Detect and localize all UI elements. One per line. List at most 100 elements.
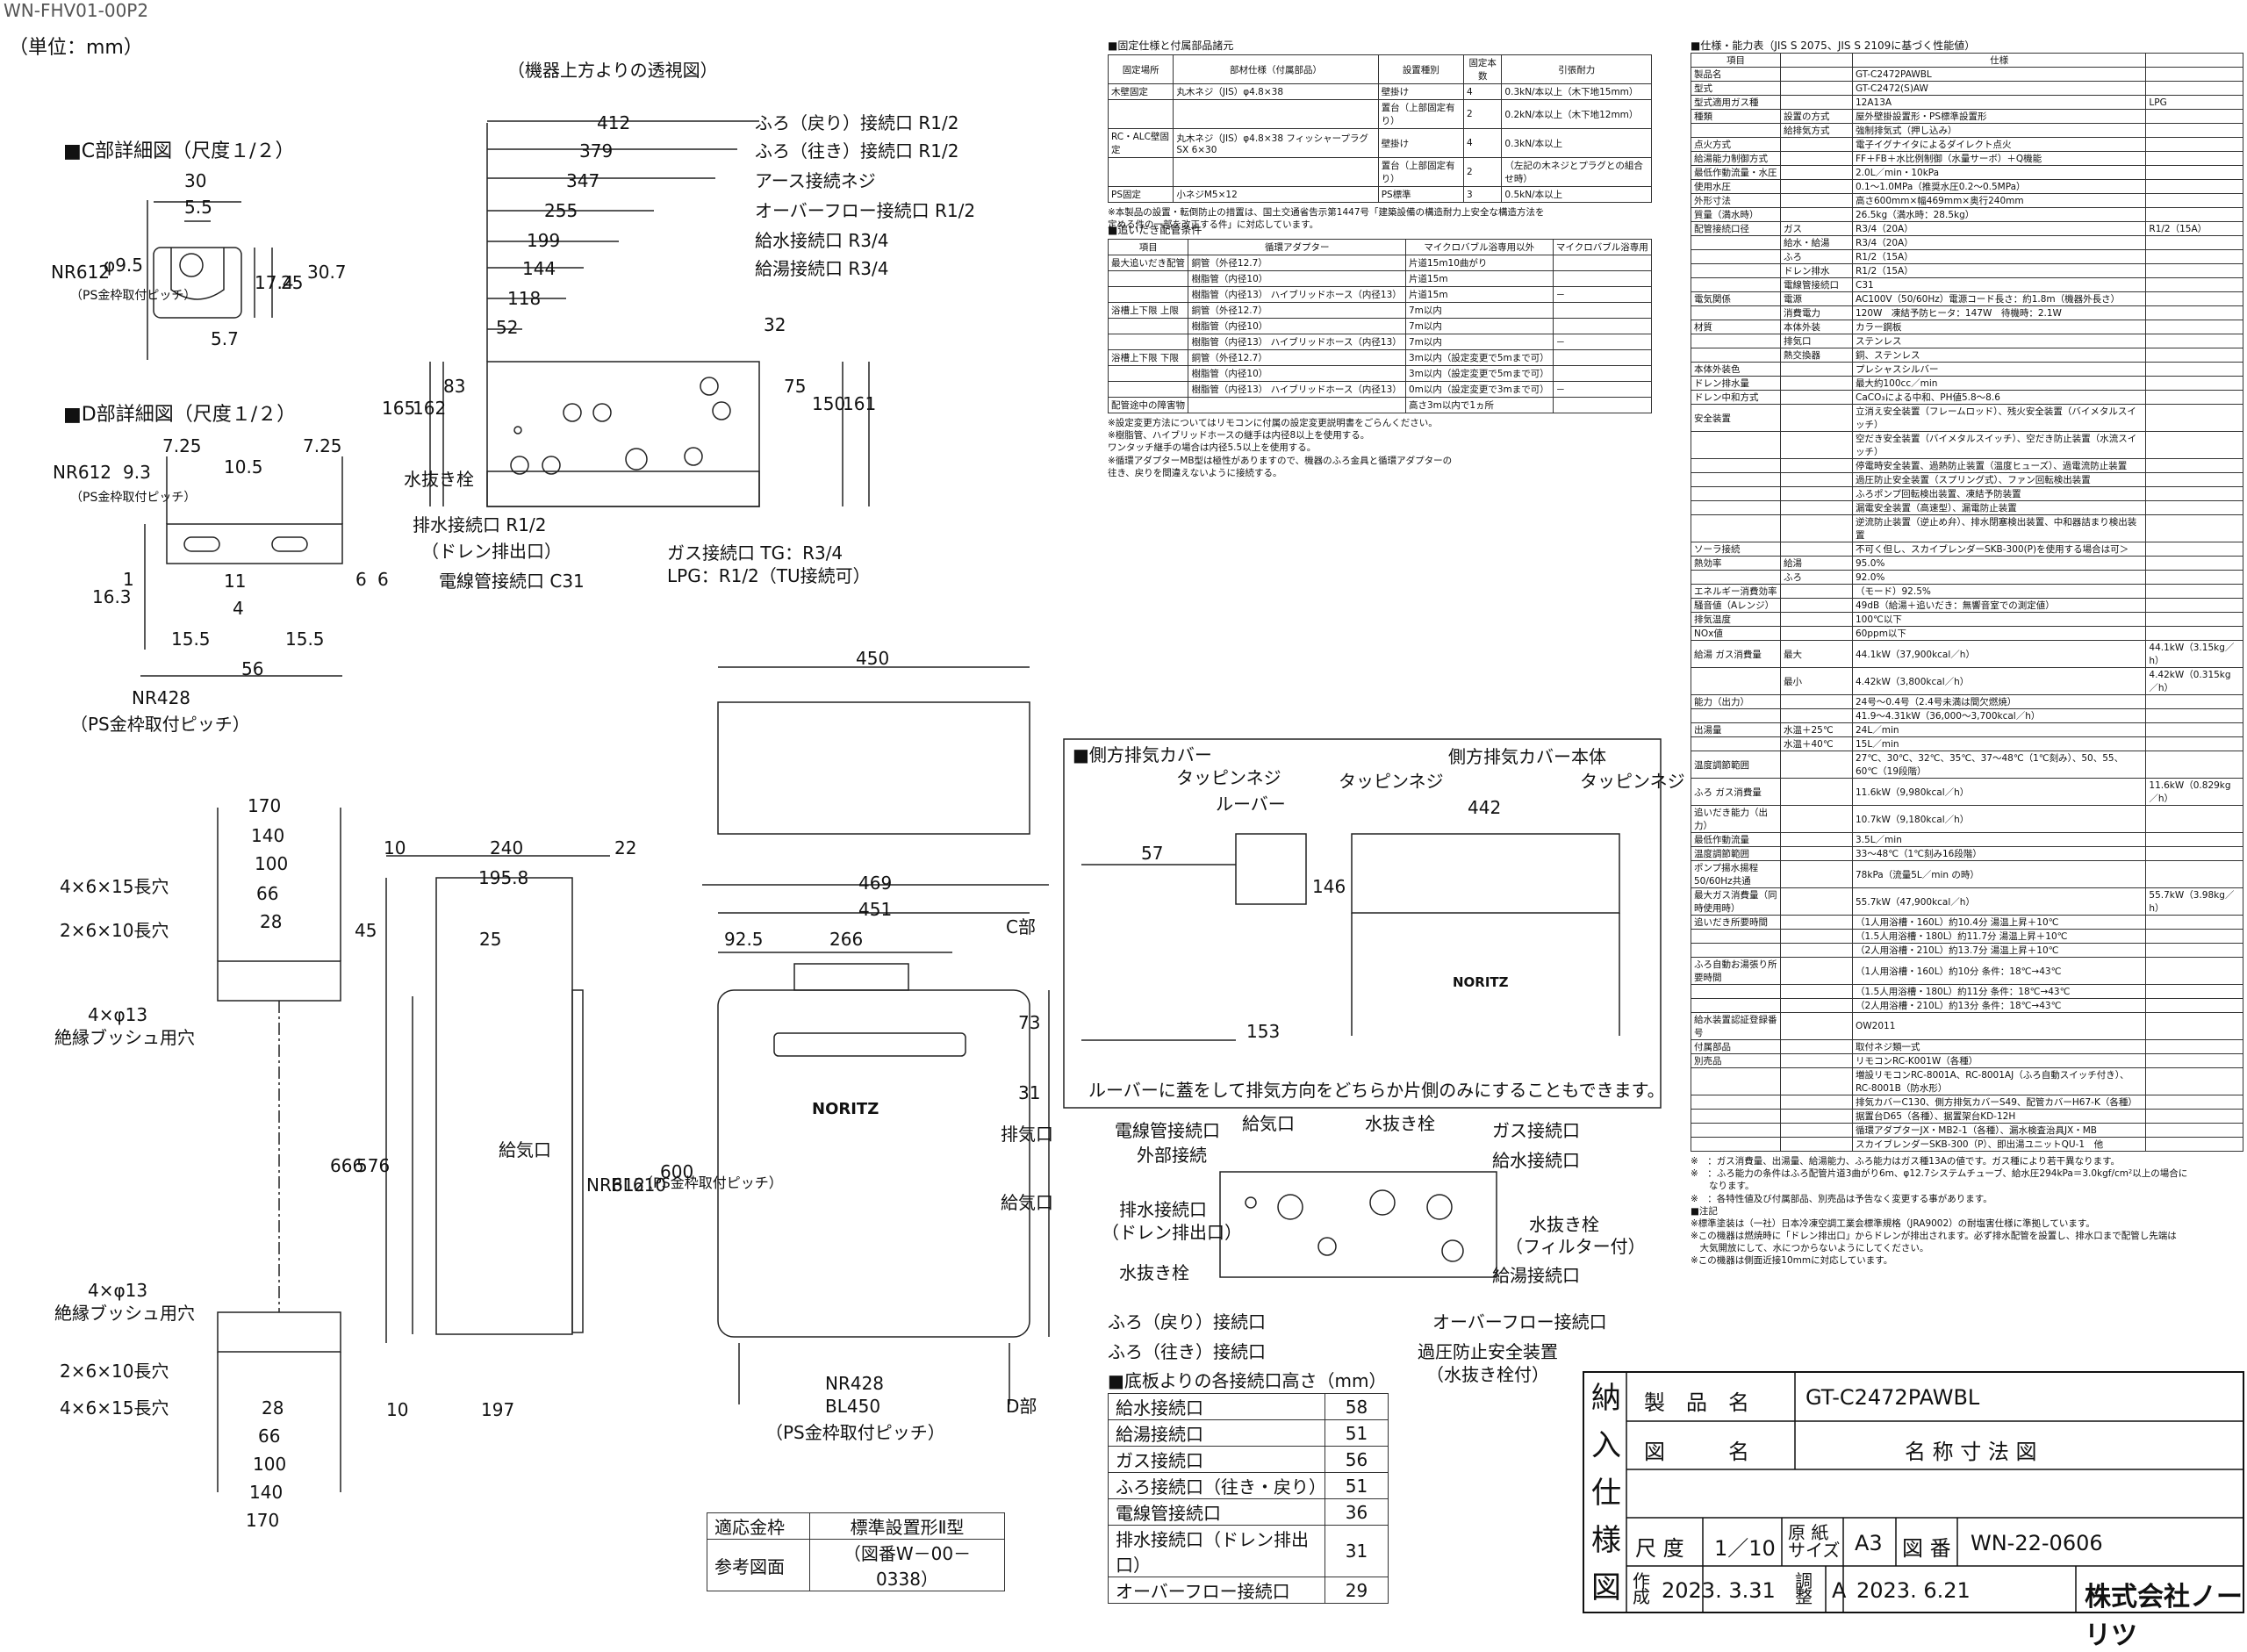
callout-label: アース接続ネジ xyxy=(755,170,876,191)
table-header: 項目 xyxy=(1107,239,1189,255)
callout-label: ふろ（往き）接続口 xyxy=(1108,1341,1266,1362)
table-cell xyxy=(1780,584,1853,599)
table-cell: 26.5kg（満水時：28.5kg） xyxy=(1851,207,2147,222)
table-cell: 60ppm以下 xyxy=(1851,626,2147,641)
callout-label: （ドレン排出口） xyxy=(1102,1222,1242,1243)
table-cell: 樹脂管（内径10） xyxy=(1188,270,1406,287)
table-row: 給排気方式強制排気式（押し込み） xyxy=(1691,123,2243,138)
table-cell: 温度調節範囲 xyxy=(1691,751,1781,779)
table-cell: ドレン排水 xyxy=(1780,263,1853,278)
table-cell xyxy=(1780,1012,1853,1040)
table-cell xyxy=(1107,286,1189,303)
table-cell: 質量（満水時） xyxy=(1691,207,1781,222)
table-cell xyxy=(2145,846,2243,861)
table-cell xyxy=(1780,598,1853,613)
table-cell xyxy=(2145,612,2243,627)
table-row: 外形寸法高さ600mm×幅469mm×奥行240mm xyxy=(1691,193,2243,208)
table-cell xyxy=(1691,570,1781,585)
dim-label: 10.5 xyxy=(224,456,263,478)
dim-label: φ9.5 xyxy=(104,255,143,276)
table-cell xyxy=(2145,179,2243,194)
table-cell: 27℃、30℃、32℃、35℃、37～48℃（1℃刻み）、50、55、60℃（1… xyxy=(1851,751,2147,779)
callout-label: ガス接続口 TG：R3/4 xyxy=(667,542,844,564)
piping-table-section: ■追いだき配管条件 項目 循環アダプター マイクロバブル浴専用以外 マイクロバブ… xyxy=(1107,225,1653,479)
table-cell: 120W 凍結予防ヒータ：147W 待機時：2.1W xyxy=(1851,305,2147,320)
note-line: ※標準塗装は（一社）日本冷凍空調工業会標準規格（JRA9002）の耐塩害仕様に準… xyxy=(1691,1217,2095,1229)
table-row: 樹脂管（内径13） ハイブリッドホース（内径13）片道15m－ xyxy=(1107,286,1653,303)
callout-label: オーバーフロー接続口 R1/2 xyxy=(755,200,976,221)
note-line: ※ ：ガス消費量、出湯量、給湯能力、ふろ能力はガス種13Aの値です。ガス種により… xyxy=(1691,1156,2121,1167)
table-cell: 24号～0.4号（2.4号未満は間欠燃焼） xyxy=(1851,694,2147,709)
dim-label: 25 xyxy=(479,929,502,950)
table-cell xyxy=(1691,1123,1781,1138)
dim-label: 165 xyxy=(382,398,416,419)
table-cell: 空だき安全装置（バイメタルスイッチ）、空だき防止装置（水流スイッチ） xyxy=(1851,431,2147,459)
table-cell: 給水接続口 xyxy=(1108,1393,1325,1420)
table-cell xyxy=(1780,1123,1853,1138)
table-row: 樹脂管（内径10）3m以内（設定変更で5mまで可） xyxy=(1107,365,1653,382)
fixing-table-title: ■固定仕様と付属部品諸元 xyxy=(1108,40,1234,52)
table-row: 増設リモコンRC-8001A、RC-8001AJ（ふろ自動スイッチ付き）、RC-… xyxy=(1691,1067,2243,1095)
callout-label: 水抜き栓 xyxy=(1529,1214,1599,1235)
table-cell xyxy=(1780,984,1853,999)
table-cell xyxy=(1107,99,1174,129)
table-cell: 水温＋25℃ xyxy=(1780,722,1853,737)
table-cell xyxy=(1780,694,1853,709)
table-cell: （1.5人用浴槽・180L）約11分 条件：18℃→43℃ xyxy=(1851,984,2147,999)
table-cell: 給湯 ガス消費量 xyxy=(1691,640,1781,668)
table-cell: 熱効率 xyxy=(1691,556,1781,571)
table-cell xyxy=(2145,207,2243,222)
table-row: （1.5人用浴槽・180L）約11.7分 湯温上昇＋10℃ xyxy=(1691,929,2243,944)
table-cell xyxy=(1780,67,1853,82)
table-cell: 付属部品 xyxy=(1691,1039,1781,1054)
piping-table: 項目 循環アダプター マイクロバブル浴専用以外 マイクロバブル浴専用 最大追いだ… xyxy=(1107,239,1653,413)
callout-label: 排気口 xyxy=(1001,1124,1053,1145)
title-block-grid xyxy=(1626,1373,2243,1612)
table-cell: GT-C2472PAWBL xyxy=(1851,67,2147,82)
table-cell: （2人用浴槽・210L）約13分 条件：18℃→43℃ xyxy=(1851,998,2147,1013)
dim-label: 195.8 xyxy=(478,867,529,888)
callout-label: 給水接続口 R3/4 xyxy=(755,230,889,251)
dim-label: 379 xyxy=(579,140,614,162)
table-cell xyxy=(1107,318,1189,334)
callout-label: 排水接続口 xyxy=(1119,1199,1207,1220)
table-cell: 種類 xyxy=(1691,109,1781,124)
table-cell xyxy=(1780,404,1853,432)
table-row: 最大追いだき配管銅管（外径12.7）片道15m10曲がり xyxy=(1107,255,1653,271)
table-cell xyxy=(2145,570,2243,585)
table-row: 空だき安全装置（バイメタルスイッチ）、空だき防止装置（水流スイッチ） xyxy=(1691,431,2243,459)
pitch-note: （PS金枠取付ピッチ） xyxy=(70,289,197,303)
table-cell xyxy=(1107,270,1189,287)
table-cell: PS固定 xyxy=(1107,186,1174,203)
callout-label: タッピンネジ xyxy=(1176,767,1281,788)
top-view-title: （機器上方よりの透視図） xyxy=(507,60,718,81)
callout-label: 2×6×10長穴 xyxy=(60,920,169,941)
table-cell xyxy=(2145,542,2243,557)
table-cell: ガス xyxy=(1780,221,1853,236)
table-cell: 3m以内（設定変更で5mまで可） xyxy=(1404,349,1554,366)
table-row: 温度調節範囲 27℃、30℃、32℃、35℃、37～48℃（1℃刻み）、50、55… xyxy=(1691,751,2243,779)
pitch-note: （PS金枠取付ピッチ） xyxy=(765,1422,945,1443)
table-cell: 最低作動流量 xyxy=(1691,832,1781,847)
callout-label: 給湯接続口 R3/4 xyxy=(755,258,889,279)
table-row: 最大ガス消費量（同時使用時）55.7kW（47,900kcal／h）55.7kW… xyxy=(1691,887,2243,916)
table-cell xyxy=(2145,708,2243,723)
table-cell: 本体外装色 xyxy=(1691,362,1781,377)
table-cell: 56 xyxy=(1325,1446,1389,1473)
table-cell: 製品名 xyxy=(1691,67,1781,82)
dim-label: 153 xyxy=(1246,1021,1281,1042)
table-header: 項目 xyxy=(1691,53,1781,68)
table-cell xyxy=(1552,255,1653,271)
dim-label: 15.5 xyxy=(285,628,325,650)
table-row: 質量（満水時） 26.5kg（満水時：28.5kg） xyxy=(1691,207,2243,222)
dim-label: 170 xyxy=(246,1510,280,1531)
rev-label: 調 整 xyxy=(1795,1570,1813,1607)
pitch-note: （PS金枠取付ピッチ） xyxy=(639,1174,783,1191)
big-char: 入 xyxy=(1591,1428,1621,1463)
table-cell xyxy=(1780,376,1853,391)
table-cell xyxy=(2145,751,2243,779)
